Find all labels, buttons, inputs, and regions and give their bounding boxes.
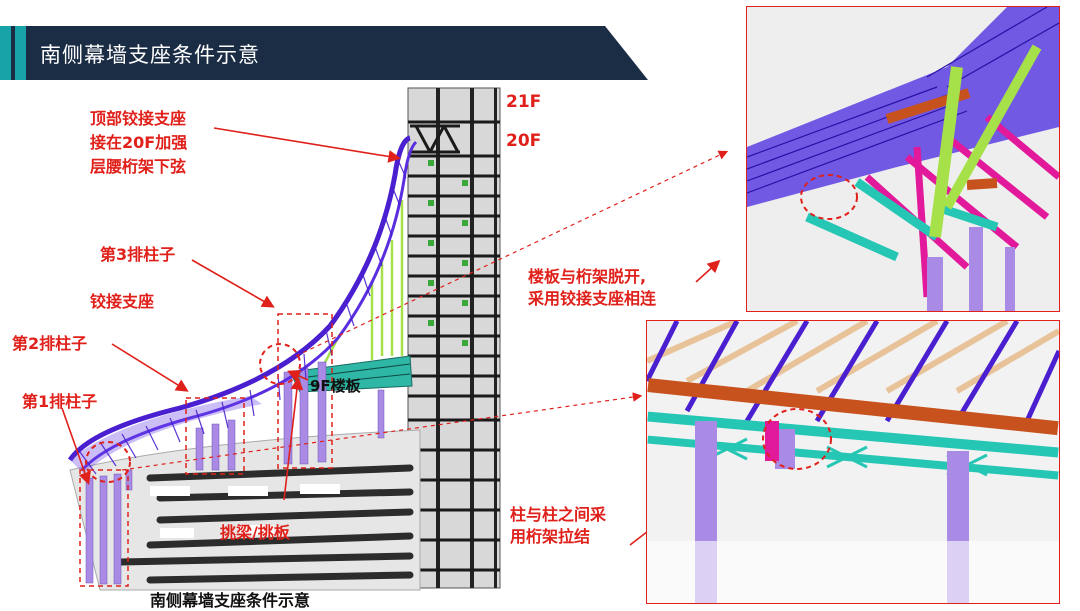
hinge-circles [85, 343, 301, 483]
label-9f-slab: 9F楼板 [310, 377, 361, 395]
detail-image-column-truss [646, 320, 1060, 604]
figure-caption: 南侧幕墙支座条件示意 [150, 591, 311, 610]
header-accent-stripe [0, 26, 11, 80]
note-line: 楼板与桁架脱开, [528, 267, 647, 286]
note-line: 采用铰接支座相连 [528, 289, 657, 308]
header-bar [0, 26, 648, 80]
page-title: 南侧幕墙支座条件示意 [40, 43, 260, 67]
floor-label-20f: 20F [506, 131, 542, 151]
label-row1-columns: 第1排柱子 [22, 392, 98, 411]
top-hinge-note: 顶部铰接支座 接在20F加强 层腰桁架下弦 [90, 107, 187, 179]
highlight-boxes [79, 313, 333, 587]
note-line: 顶部铰接支座 [90, 109, 187, 128]
floor-label-21f: 21F [506, 92, 542, 112]
header-accent-stripe [15, 26, 26, 80]
label-row2-columns: 第2排柱子 [12, 334, 88, 353]
note-line: 接在20F加强 [90, 133, 188, 152]
facade-shell [67, 135, 418, 475]
detail-bottom-illustration [647, 321, 1059, 603]
label-hinge-support: 铰接支座 [90, 292, 155, 311]
note-line: 柱与柱之间采 [510, 505, 607, 524]
note-line: 用桁架拉结 [510, 527, 591, 546]
label-row3-columns: 第3排柱子 [100, 245, 176, 264]
slab-connection-note: 楼板与桁架脱开, 采用铰接支座相连 [528, 266, 656, 310]
detail-image-slab-connection [746, 6, 1060, 312]
slide-header: 南侧幕墙支座条件示意 [0, 26, 648, 80]
detail-top-illustration [747, 7, 1059, 311]
label-cantilever: 挑梁/挑板 [220, 523, 290, 542]
note-line: 层腰桁架下弦 [90, 157, 187, 176]
podium-base [69, 429, 421, 591]
tower-core [407, 87, 501, 589]
column-truss-note: 柱与柱之间采 用桁架拉结 [510, 504, 606, 548]
columns [85, 361, 385, 585]
